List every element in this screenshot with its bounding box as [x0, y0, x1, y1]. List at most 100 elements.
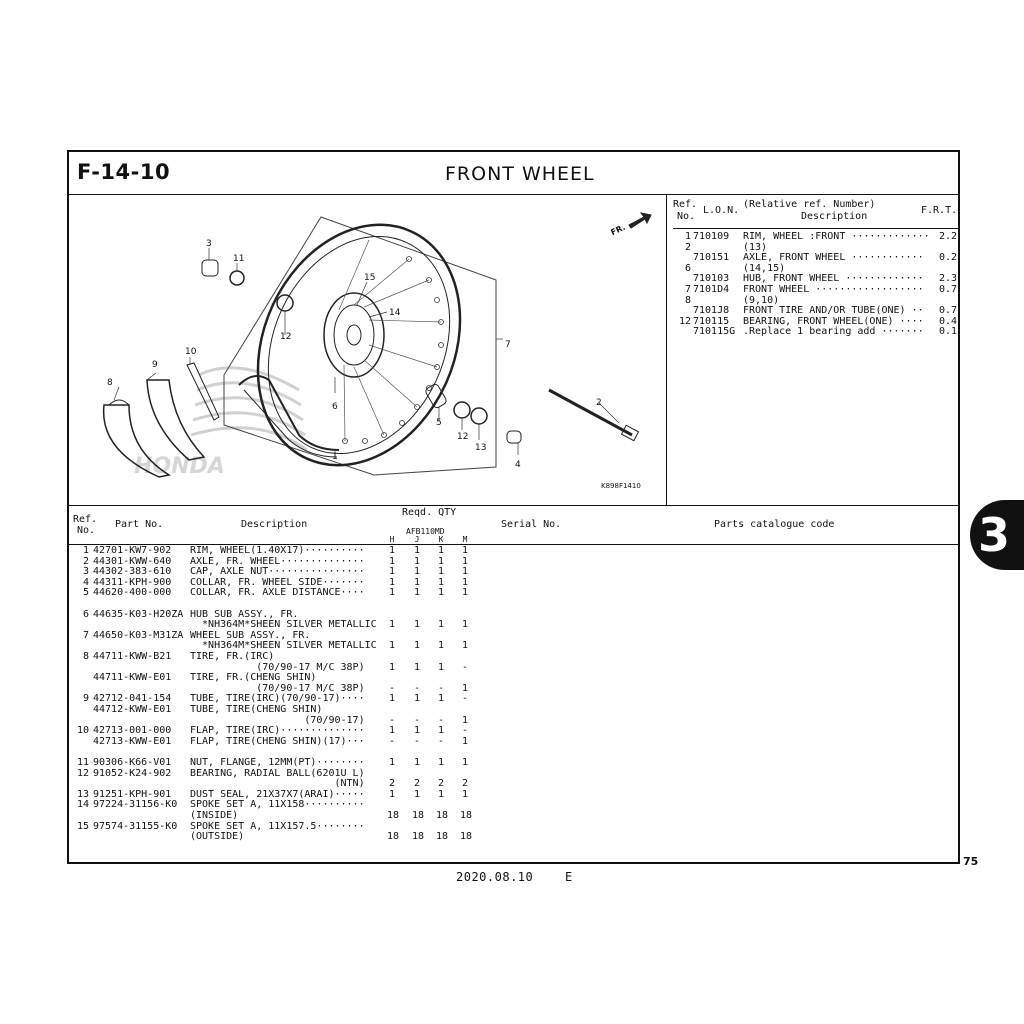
cell-j: 1: [413, 545, 421, 556]
rp-description-header: Description: [801, 211, 868, 222]
cell-k: -: [437, 714, 445, 726]
callout-11: 11: [233, 254, 244, 264]
exploded-diagram: HONDA: [69, 195, 667, 505]
cell-j: 1: [413, 576, 421, 588]
cell-m: 18: [460, 810, 473, 821]
parts-table: Ref. No. Part No. Description Reqd. QTY …: [69, 505, 960, 864]
cell-m: 18: [460, 831, 473, 843]
rp-cell-lon: 710103: [693, 273, 730, 285]
callout-15: 15: [364, 273, 375, 283]
rp-cell-lon: 7101D4: [693, 284, 730, 295]
cell-h: 1: [388, 693, 396, 705]
rp-cell-lon: 710115G: [693, 326, 736, 338]
cell-desc: SPOKE SET A, 11X158··········: [190, 799, 365, 811]
rp-cell-ref: 6: [684, 262, 691, 274]
rp-cell-desc: AXLE, FRONT WHEEL ············: [743, 252, 924, 264]
cell-desc: (70/90-17): [190, 714, 365, 726]
cell-part: 42712-041-154: [93, 693, 172, 705]
cell-part: 97224-31156-K0: [93, 799, 178, 811]
cell-j: 1: [413, 619, 421, 631]
bearing-right: [453, 401, 471, 419]
rp-cell-frt: 2.2: [938, 231, 957, 242]
rp-cell-ref: 1: [684, 231, 691, 242]
cell-ref: 14: [76, 799, 89, 811]
rp-cell-ref: 7: [684, 284, 691, 295]
cell-ref: 2: [82, 555, 89, 567]
cell-ref: 12: [76, 767, 89, 779]
th-col-m: M: [462, 535, 468, 544]
table-row: (70/90-17)---1: [69, 714, 960, 727]
cell-h: 1: [388, 545, 396, 556]
cell-ref: 10: [76, 725, 89, 737]
cell-k: 1: [437, 725, 445, 737]
cell-desc: SPOKE SET A, 11X157.5········: [190, 820, 365, 832]
rp-row: 710115G.Replace 1 bearing add ·······0.1: [667, 326, 960, 337]
cell-k: 1: [437, 566, 445, 578]
callout-12: 12: [280, 332, 291, 342]
callout-5: 5: [436, 418, 442, 428]
cell-desc: (NTN): [190, 778, 365, 790]
cell-desc: TIRE, FR.(IRC): [190, 651, 275, 662]
rp-row: 8(9,10): [667, 295, 960, 306]
cell-j: 1: [413, 693, 421, 705]
figure-header: F-14-10 FRONT WHEEL: [69, 152, 958, 195]
cell-k: 1: [437, 576, 445, 588]
cell-desc: (70/90-17 M/C 38P): [190, 661, 365, 673]
rp-cell-ref: 2: [684, 241, 691, 253]
section-tab[interactable]: [970, 500, 1024, 570]
rp-lon-header: L.O.N.: [703, 205, 740, 216]
cell-h: 1: [388, 725, 396, 737]
cell-desc: TIRE, FR.(CHENG SHIN): [190, 672, 317, 684]
callout-3: 3: [206, 239, 212, 249]
cell-j: 1: [413, 661, 421, 673]
front-direction-label: FR.: [609, 223, 626, 237]
section-tab-label: 3: [978, 508, 1011, 562]
table-row: 44711-KWW-E01 TIRE, FR.(CHENG SHIN): [69, 673, 960, 684]
cell-desc: BEARING, RADIAL BALL(6201U L): [190, 767, 365, 779]
cell-k: -: [437, 682, 445, 694]
cell-k: 1: [437, 757, 445, 768]
cell-m: 2: [461, 778, 469, 790]
cell-part: 91251-KPH-901: [93, 788, 172, 800]
rp-cell-desc: RIM, WHEEL :FRONT ·············: [743, 231, 930, 242]
cell-m: 1: [461, 757, 469, 768]
cell-m: 1: [461, 587, 469, 599]
rp-cell-frt: 0.1: [938, 326, 957, 338]
cell-part: 44650-K03-M31ZA: [93, 629, 184, 641]
th-col-h: H: [389, 535, 395, 544]
cell-m: 1: [461, 576, 469, 588]
cell-part: 44711-KWW-E01: [93, 672, 172, 684]
rp-cell-lon: 7101J8: [693, 305, 730, 317]
th-ref: Ref.: [73, 514, 98, 525]
th-model: AFB110MD: [406, 527, 445, 536]
cell-ref: 5: [82, 587, 89, 599]
cell-desc: COLLAR, FR. WHEEL SIDE·······: [190, 576, 365, 588]
cell-h: 1: [388, 788, 396, 800]
side-collar: [506, 430, 522, 444]
cell-desc: WHEEL SUB ASSY., FR.: [190, 629, 311, 641]
cell-part: 44712-KWW-E01: [93, 704, 172, 715]
cell-h: 1: [388, 619, 396, 631]
rp-cell-frt: 0.7: [938, 305, 957, 317]
rp-cell-frt: 0.4: [938, 315, 957, 327]
hub: [323, 292, 385, 378]
callout-1: 1: [332, 452, 338, 462]
cell-h: -: [388, 735, 396, 747]
cell-h: 1: [388, 661, 396, 673]
cell-m: 1: [461, 682, 469, 694]
cell-j: -: [413, 714, 421, 726]
cell-m: -: [461, 661, 469, 673]
cell-m: 1: [461, 619, 469, 631]
cell-j: 1: [413, 555, 421, 567]
cell-m: 1: [461, 788, 469, 800]
